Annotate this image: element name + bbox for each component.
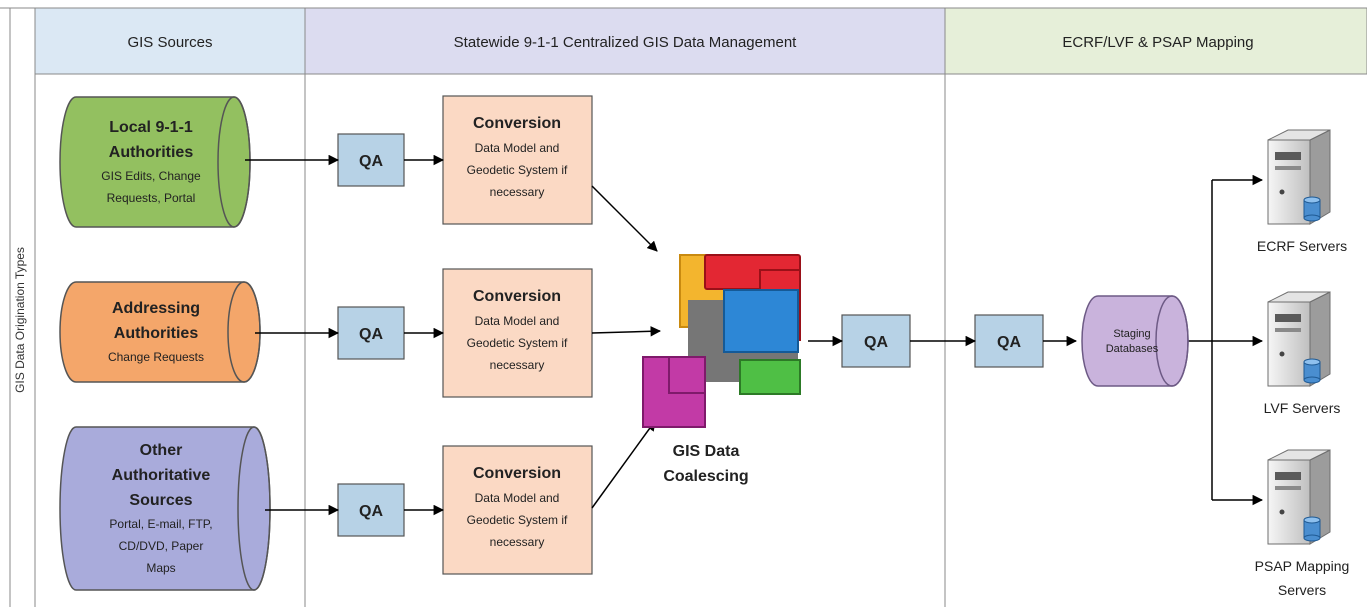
conversion-sub-line: Data Model and [475, 141, 560, 155]
connectors [245, 154, 1264, 516]
side-label: GIS Data Origination Types [13, 247, 27, 393]
source-title-line: Authorities [109, 144, 194, 161]
conversion-sub-line: Data Model and [475, 491, 560, 505]
conversion-sub-line: Data Model and [475, 314, 560, 328]
qa-box-1: QA [337, 133, 405, 187]
arrow-conversion3-coalescing [591, 420, 656, 509]
conversion-title: Conversion [473, 288, 561, 305]
qa-label: QA [997, 334, 1021, 351]
source-sub-line: Maps [146, 561, 175, 575]
source-sub-line: Requests, Portal [107, 191, 196, 205]
server-label: ECRF Servers [1257, 238, 1347, 254]
server-label: PSAP Mapping [1255, 558, 1350, 574]
lane-sources-header [34, 7, 306, 75]
lane-headers: GIS Sources Statewide 9-1-1 Centralized … [34, 7, 1367, 75]
coalescing-label-1: GIS Data [673, 443, 740, 460]
conversion-sub-line: Geodetic System if [467, 336, 568, 350]
qa-box-central: QA [841, 314, 911, 368]
staging-label-2: Databases [1106, 343, 1159, 355]
lane-sources-title: GIS Sources [127, 34, 212, 51]
arrow-conversion2-coalescing [591, 326, 662, 337]
source-title-line: Authorities [114, 325, 199, 342]
source-sub-line: Portal, E-mail, FTP, [109, 517, 212, 531]
conversion-sub-line: necessary [490, 358, 545, 372]
arrow-conversion1-coalescing [591, 185, 658, 252]
cylinder-body [59, 96, 251, 228]
source-sub-line: CD/DVD, Paper [119, 539, 204, 553]
lane-central-header [304, 7, 946, 75]
qa-label: QA [359, 503, 383, 520]
cylinder-end [217, 96, 251, 228]
conversion-title: Conversion [473, 465, 561, 482]
conversion-sub-line: Geodetic System if [467, 163, 568, 177]
coalescing-label-2: Coalescing [663, 468, 748, 485]
source-sub-line: Change Requests [108, 350, 204, 364]
conversion-sub-line: necessary [490, 185, 545, 199]
coalescing-icon: GIS Data Coalescing [642, 254, 801, 485]
conversion-sub-line: Geodetic System if [467, 513, 568, 527]
server-label: LVF Servers [1264, 400, 1341, 416]
source-title-line: Addressing [112, 300, 200, 317]
source-title-line: Sources [129, 492, 192, 509]
qa-label: QA [359, 326, 383, 343]
conversion-sub-line: necessary [490, 535, 545, 549]
lane-bodies [0, 7, 1367, 607]
source-sub-line: GIS Edits, Change [101, 169, 201, 183]
qa-label: QA [864, 334, 888, 351]
cylinder-end [227, 281, 261, 383]
qa-box-ecrf: QA [974, 314, 1044, 368]
source-title-line: Authoritative [112, 467, 211, 484]
qa-box-2: QA [337, 306, 405, 360]
server-label: Servers [1278, 582, 1326, 598]
qa-box-3: QA [337, 483, 405, 537]
lane-ecrf-title: ECRF/LVF & PSAP Mapping [1062, 34, 1253, 51]
server-1: ECRF Servers [1257, 129, 1347, 254]
cylinder-end [237, 426, 271, 591]
server-2: LVF Servers [1264, 291, 1341, 416]
qa-label: QA [359, 153, 383, 170]
source-title-line: Other [140, 442, 183, 459]
source-title-line: Local 9-1-1 [109, 119, 193, 136]
lane-ecrf-header [944, 7, 1367, 75]
staging-database: Staging Databases [1081, 295, 1189, 387]
lane-central-title: Statewide 9-1-1 Centralized GIS Data Man… [454, 34, 798, 51]
staging-label-1: Staging [1113, 328, 1150, 340]
conversion-title: Conversion [473, 115, 561, 132]
